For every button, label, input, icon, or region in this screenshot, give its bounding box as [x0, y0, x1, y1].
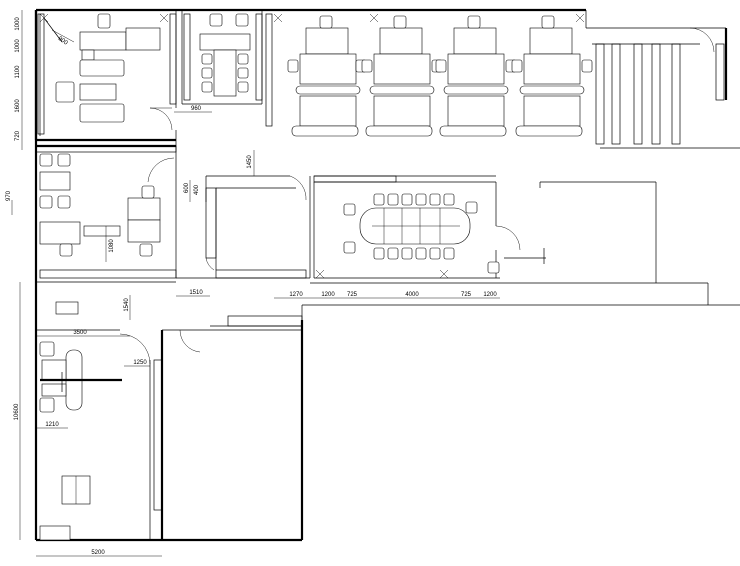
dim-725-b: 725 — [461, 292, 472, 298]
staff-room — [35, 144, 177, 279]
wall-hatch-boxes — [39, 13, 585, 279]
dim-1540: 1540 — [124, 298, 130, 312]
dim-1600: 1600 — [15, 99, 21, 113]
dim-900: 900 — [57, 36, 69, 47]
dim-1270: 1270 — [289, 292, 303, 298]
lower-left-room — [39, 301, 303, 541]
dimension-lines — [11, 10, 500, 557]
dim-1250: 1250 — [133, 360, 147, 366]
dim-1450: 1450 — [247, 155, 253, 169]
corridor-block — [205, 175, 311, 279]
dim-600: 600 — [184, 182, 190, 193]
conference-room — [313, 175, 546, 279]
right-open-room — [539, 147, 740, 283]
dim-400: 400 — [194, 184, 200, 195]
dim-5200: 5200 — [91, 550, 105, 556]
dim-1000-top: 1000 — [15, 17, 21, 31]
dim-960: 960 — [191, 106, 202, 112]
small-meeting-room — [181, 10, 273, 127]
manager-office — [34, 10, 177, 180]
dim-720: 720 — [15, 130, 21, 141]
dim-1200-b: 1200 — [483, 292, 497, 298]
dim-10600: 10600 — [14, 403, 20, 420]
dim-1000-b: 1000 — [15, 39, 21, 53]
dim-1100: 1100 — [15, 65, 21, 79]
dim-1200-a: 1200 — [321, 292, 335, 298]
dim-1510: 1510 — [189, 290, 203, 296]
dim-1210: 1210 — [45, 422, 59, 428]
dim-970: 970 — [6, 190, 12, 201]
dim-1080: 1080 — [109, 239, 115, 253]
open-workstations — [287, 15, 725, 145]
dim-725-a: 725 — [347, 292, 358, 298]
dim-4000: 4000 — [405, 292, 419, 298]
dimension-labels: 1000 1000 1100 1600 720 970 900 960 1450… — [6, 17, 497, 556]
dim-3500: 3500 — [73, 330, 87, 336]
